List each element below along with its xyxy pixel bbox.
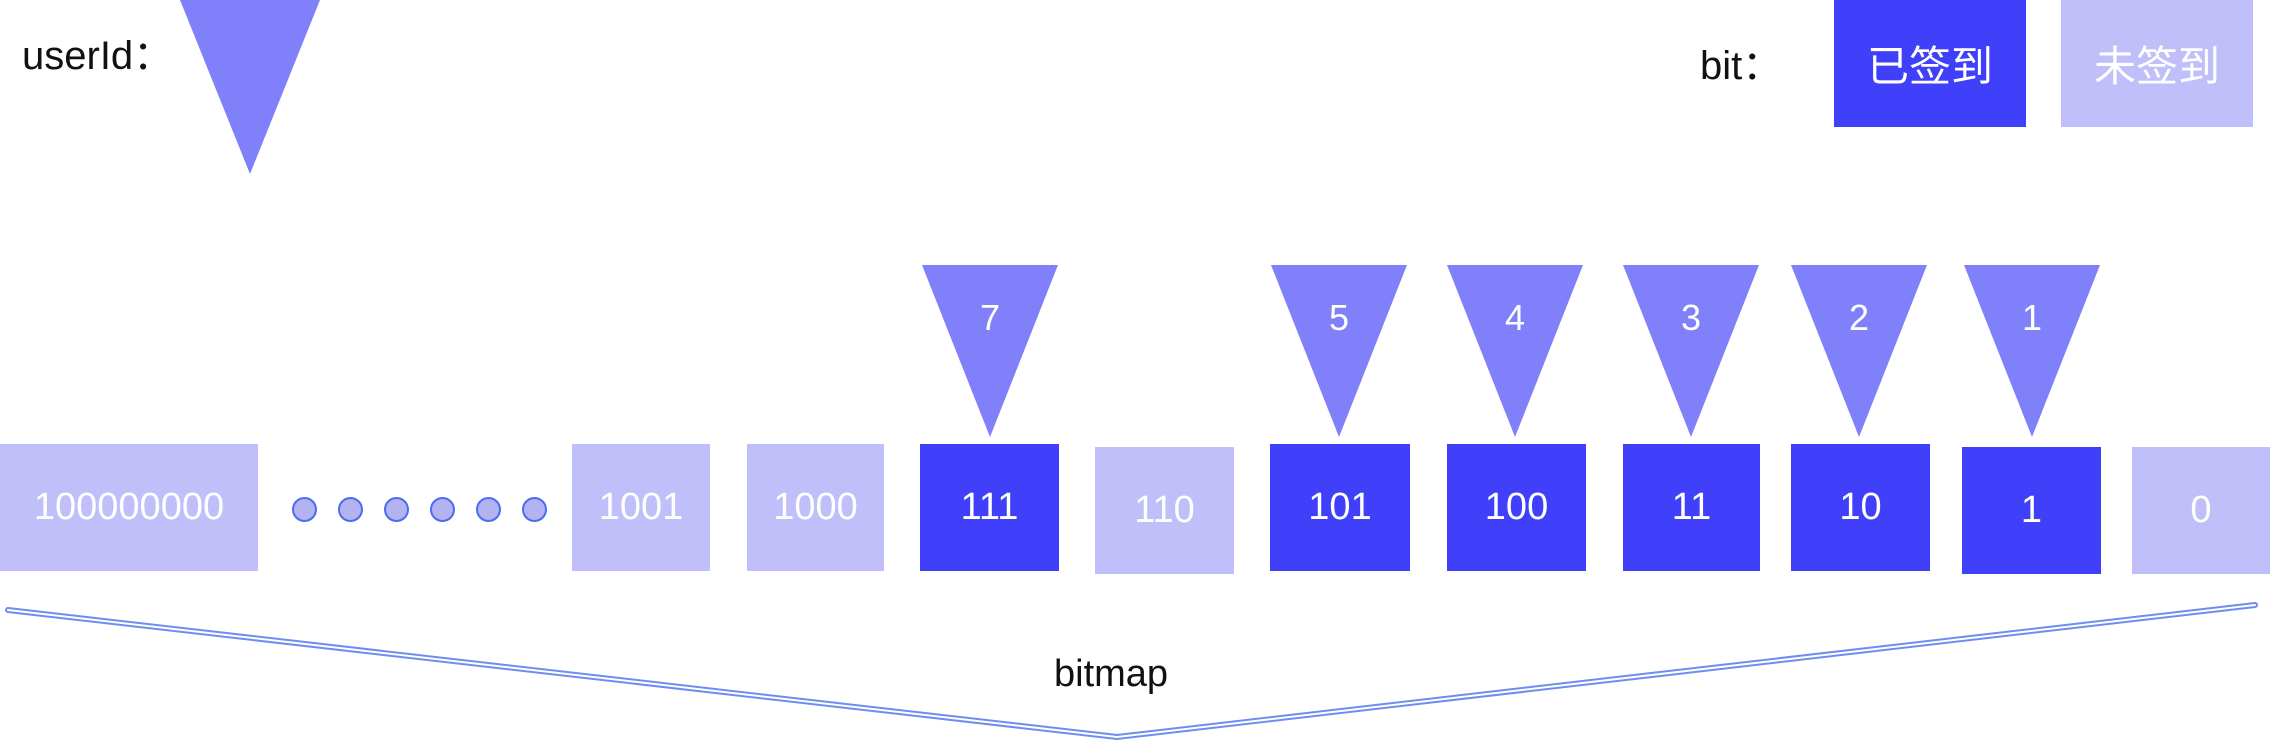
bit-cell-1001: 1001 bbox=[572, 444, 710, 571]
bitmap-bracket bbox=[5, 602, 2258, 741]
bit-cell-0: 0 bbox=[2132, 447, 2270, 574]
bit-label: bit： bbox=[1700, 44, 1783, 88]
pointer-triangle-1 bbox=[1964, 265, 2100, 437]
bit-cell-111: 111 bbox=[920, 444, 1059, 571]
ellipsis-dot-icon bbox=[338, 497, 363, 522]
bitmap-label: bitmap bbox=[1054, 653, 1169, 695]
ellipsis-dot-icon bbox=[522, 497, 547, 522]
pointer-label: 1 bbox=[2021, 297, 2043, 338]
userid-pointer-icon bbox=[180, 0, 320, 174]
pointer-triangle-7 bbox=[922, 265, 1058, 437]
bit-cell-10: 10 bbox=[1791, 444, 1930, 571]
userid-label: userId： bbox=[22, 34, 174, 78]
pointer-triangle-3 bbox=[1623, 265, 1759, 437]
bit-cell-101: 101 bbox=[1270, 444, 1410, 571]
bit-cell-100: 100 bbox=[1447, 444, 1586, 571]
ellipsis-dot-icon bbox=[476, 497, 501, 522]
pointer-triangle-2 bbox=[1791, 265, 1927, 437]
bit-cell-1: 1 bbox=[1962, 447, 2101, 574]
bit-cell-100000000: 100000000 bbox=[0, 444, 258, 571]
ellipsis-dot-icon bbox=[292, 497, 317, 522]
legend-unsigned: 未签到 bbox=[2061, 0, 2253, 127]
bit-cell-110: 110 bbox=[1095, 447, 1234, 574]
pointer-triangle-5 bbox=[1271, 265, 1407, 437]
pointer-label: 5 bbox=[1328, 297, 1350, 338]
pointer-label: 2 bbox=[1848, 297, 1870, 338]
pointer-label: 4 bbox=[1504, 297, 1526, 338]
pointer-label: 7 bbox=[979, 297, 1001, 338]
legend-signed: 已签到 bbox=[1834, 0, 2026, 127]
bit-cell-1000: 1000 bbox=[747, 444, 884, 571]
pointer-triangle-4 bbox=[1447, 265, 1583, 437]
ellipsis-dot-icon bbox=[384, 497, 409, 522]
ellipsis-dot-icon bbox=[430, 497, 455, 522]
pointer-label: 3 bbox=[1680, 297, 1702, 338]
bit-cell-11: 11 bbox=[1623, 444, 1760, 571]
